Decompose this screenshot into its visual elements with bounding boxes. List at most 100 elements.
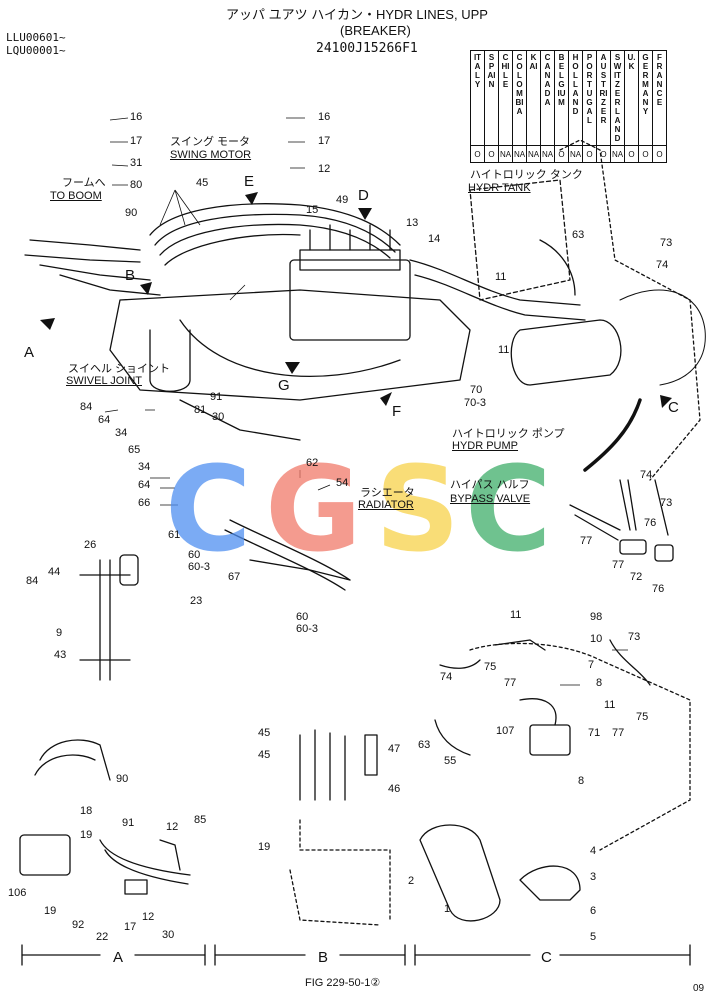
part-callout-91: 91	[210, 391, 223, 403]
part-callout-10: 10	[590, 633, 603, 645]
part-callout-5: 5	[590, 931, 597, 943]
part-callout-16: 16	[130, 111, 143, 123]
part-callout-106: 106	[8, 887, 27, 899]
part-callout-45: 45	[196, 177, 209, 189]
part-callout-17: 17	[318, 135, 331, 147]
part-callout-60: 60	[296, 611, 309, 623]
hydr-pump-label: HYDR PUMP	[452, 440, 519, 452]
part-callout-66: 66	[138, 497, 151, 509]
part-callout-44: 44	[48, 566, 61, 578]
hydr-tank-label: HYDR TANK	[468, 182, 531, 194]
part-callout-81: 81	[194, 404, 207, 416]
part-callout-13: 13	[406, 217, 419, 229]
country-status-13: O	[652, 145, 667, 163]
serial-range-1: LLU00601~	[6, 31, 66, 44]
bypass-valve-jp-label: ハイパス ハルフ	[450, 479, 530, 491]
part-callout-60-3: 60-3	[296, 623, 319, 635]
part-callout-4: 4	[590, 845, 597, 857]
part-callout-12: 12	[318, 163, 331, 175]
part-callout-55: 55	[444, 755, 457, 767]
part-callout-12: 12	[142, 911, 155, 923]
to-boom-label: TO BOOM	[50, 190, 102, 202]
part-callout-76: 76	[652, 583, 665, 595]
part-callout-45: 45	[258, 727, 271, 739]
part-callout-17: 17	[130, 135, 143, 147]
view-letter-g: G	[278, 377, 290, 394]
country-status-12: O	[638, 145, 653, 163]
part-callout-84: 84	[80, 401, 93, 413]
part-callout-71: 71	[588, 727, 601, 739]
part-callout-60-3: 60-3	[188, 561, 211, 573]
country-status-6: O	[554, 145, 569, 163]
swing-motor-label: SWING MOTOR	[170, 149, 252, 161]
part-callout-75: 75	[636, 711, 649, 723]
part-callout-9: 9	[56, 627, 63, 639]
watermark-letter-g: G	[265, 440, 362, 570]
view-letter-c: C	[668, 399, 679, 416]
part-callout-30: 30	[212, 411, 225, 423]
hydr-tank-jp-label: ハイトロリック タンク	[470, 169, 583, 181]
radiator-jp-label: ラシエータ	[360, 487, 415, 499]
watermark-letter-s: S	[375, 440, 460, 570]
to-boom-jp-label: フームへ	[62, 177, 106, 189]
part-callout-74: 74	[656, 259, 669, 271]
figure-number: FIG 229-50-1②	[305, 977, 381, 989]
part-callout-62: 62	[306, 457, 319, 469]
part-callout-19: 19	[80, 829, 93, 841]
part-callout-54: 54	[336, 477, 349, 489]
country-name-0: ITALY	[470, 50, 485, 146]
country-status-1: O	[484, 145, 499, 163]
part-number: 24100J15266F1	[316, 41, 418, 56]
diagram-subtitle: (BREAKER)	[340, 23, 411, 38]
view-letter-f: F	[392, 403, 402, 420]
country-status-3: NA	[512, 145, 527, 163]
part-callout-77: 77	[504, 677, 517, 689]
part-callout-72: 72	[630, 571, 643, 583]
bypass-valve-label: BYPASS VALVE	[450, 493, 531, 505]
part-callout-77: 77	[612, 559, 625, 571]
country-name-2: CHILE	[498, 50, 513, 146]
part-callout-85: 85	[194, 814, 207, 826]
section-label-b: B	[315, 950, 332, 965]
part-callout-73: 73	[660, 237, 673, 249]
part-callout-70-3: 70-3	[464, 397, 487, 409]
gsc-watermark: C G S C	[165, 440, 552, 570]
part-callout-12: 12	[166, 821, 179, 833]
part-callout-84: 84	[26, 575, 39, 587]
part-callout-22: 22	[96, 931, 109, 943]
part-callout-46: 46	[388, 783, 401, 795]
part-callout-49: 49	[336, 194, 349, 206]
part-callout-31: 31	[130, 157, 143, 169]
country-name-6: BELGIUM	[554, 50, 569, 146]
country-name-8: PORTUGAL	[582, 50, 597, 146]
country-status-0: O	[470, 145, 485, 163]
part-callout-80: 80	[130, 179, 143, 191]
country-status-10: NA	[610, 145, 625, 163]
part-callout-63: 63	[572, 229, 585, 241]
view-letter-e: E	[244, 173, 255, 190]
part-callout-3: 3	[590, 871, 597, 883]
country-name-3: COLOMBIA	[512, 50, 527, 146]
country-name-5: CANADA	[540, 50, 555, 146]
part-callout-43: 43	[54, 649, 67, 661]
country-name-13: FRANCE	[652, 50, 667, 146]
part-callout-23: 23	[190, 595, 203, 607]
country-name-11: U.K	[624, 50, 639, 146]
part-callout-17: 17	[124, 921, 137, 933]
part-callout-16: 16	[318, 111, 331, 123]
part-callout-74: 74	[640, 469, 653, 481]
part-callout-92: 92	[72, 919, 85, 931]
country-status-11: O	[624, 145, 639, 163]
part-callout-34: 34	[115, 427, 128, 439]
part-callout-6: 6	[590, 905, 597, 917]
country-name-4: KAI	[526, 50, 541, 146]
country-name-9: AUSTRIZER	[596, 50, 611, 146]
part-callout-63: 63	[418, 739, 431, 751]
part-callout-11: 11	[510, 609, 522, 621]
part-callout-8: 8	[596, 677, 603, 689]
hydr-pump-jp-label: ハイトロリック ポンプ	[452, 428, 565, 440]
part-callout-64: 64	[138, 479, 151, 491]
part-callout-65: 65	[128, 444, 141, 456]
part-callout-19: 19	[44, 905, 57, 917]
